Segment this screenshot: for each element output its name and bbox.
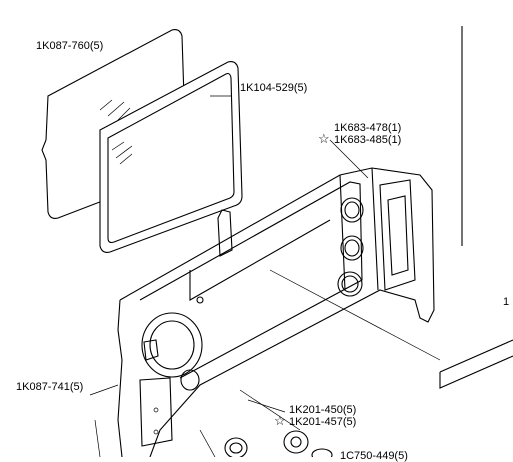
label-part-485: 1K683-485(1): [334, 134, 402, 146]
lcd-frame-part: [99, 61, 243, 253]
label-part-478: 1K683-478(1): [334, 122, 402, 134]
star-outline-icon: ☆: [318, 131, 330, 146]
leader-lines: [89, 95, 441, 457]
label-side-part: 1K087-741(5): [16, 381, 84, 393]
small-loose-parts: [224, 430, 333, 457]
star-outline-icon: ☆: [274, 413, 286, 428]
label-lcd-frame: 1K104-529(5): [240, 82, 308, 94]
label-cut-right: 1: [503, 296, 510, 308]
right-side-parts: [439, 26, 513, 389]
label-part-457: 1K201-457(5): [289, 416, 357, 428]
label-cut-bottom: 1C750-449(5): [340, 450, 408, 462]
label-part-450: 1K201-450(5): [289, 404, 357, 416]
label-window-cover: 1K087-760(5): [36, 40, 104, 52]
main-chassis-part: [117, 167, 435, 457]
